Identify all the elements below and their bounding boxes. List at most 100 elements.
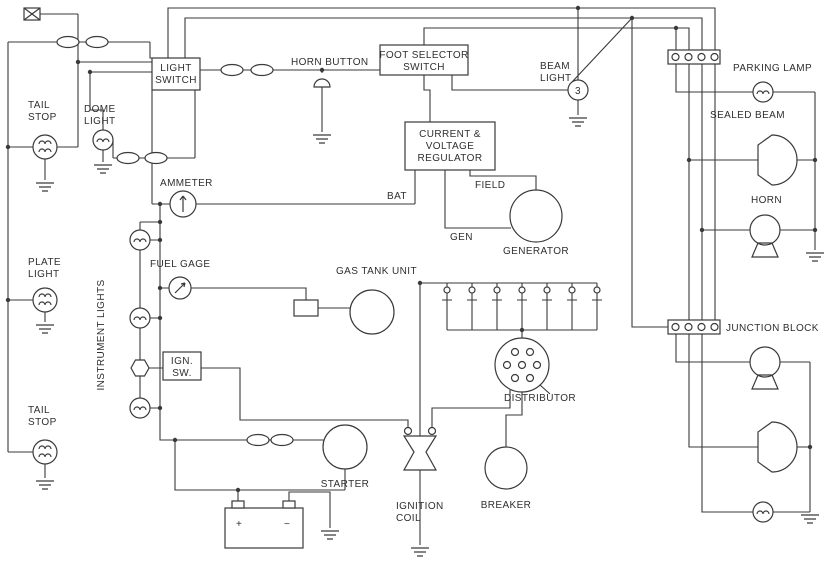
instrument-lights: INSTRUMENT LIGHTS <box>96 229 151 419</box>
ignition-switch: IGN. SW. <box>130 351 202 381</box>
starter: STARTER <box>321 424 369 490</box>
fuse-icon <box>270 433 294 447</box>
fuel-gage: FUEL GAGE <box>150 259 210 300</box>
tail-stop-bottom-label: STOP <box>28 417 57 428</box>
lamp-icon <box>129 397 151 419</box>
lamp-icon <box>32 134 58 160</box>
generator-label: GENERATOR <box>503 246 569 257</box>
ground-icon <box>800 514 820 524</box>
foot-selector-label: SWITCH <box>403 62 445 73</box>
dome-light: DOME LIGHT <box>84 104 116 151</box>
beam-light-label: LIGHT <box>540 73 571 84</box>
lamp-icon <box>32 439 58 465</box>
fuse-icon <box>116 151 140 165</box>
junction-dots <box>5 5 818 493</box>
horn: HORN <box>749 195 782 258</box>
wires-spark-plugs <box>442 283 602 330</box>
ground-icon <box>35 182 55 192</box>
ignition-coil: IGNITION COIL <box>396 426 444 524</box>
regulator-label: REGULATOR <box>418 153 483 164</box>
wires-top-rails <box>167 7 716 328</box>
battery-negative-label: − <box>284 519 290 530</box>
parking-lamp-left <box>752 501 774 523</box>
sealed-beam: SEALED BEAM <box>710 110 798 186</box>
ground-icon <box>568 117 588 127</box>
breaker-label: BREAKER <box>481 500 532 511</box>
light-switch-label: LIGHT <box>160 63 191 74</box>
generator: GENERATOR <box>503 189 569 257</box>
fuses <box>56 35 294 447</box>
dome-light-label: DOME <box>84 104 116 115</box>
bat-terminal-label: BAT <box>387 191 407 202</box>
lamp-icon <box>752 81 774 103</box>
ground-icon <box>805 252 825 262</box>
tail-stop-lamp-top: TAIL STOP <box>28 100 58 160</box>
ground-icon <box>35 480 55 490</box>
lamp-icon <box>752 501 774 523</box>
ground-icon <box>93 164 113 174</box>
plate-light-label: LIGHT <box>28 269 59 280</box>
wires-starter-battery <box>174 440 346 528</box>
plate-light-label: PLATE <box>28 257 61 268</box>
beam-light: 3 BEAM LIGHT <box>540 61 589 101</box>
gas-tank-unit: GAS TANK UNIT <box>293 266 417 335</box>
sealed-beam-label: SEALED BEAM <box>710 110 785 121</box>
junction-block: JUNCTION BLOCK <box>667 319 819 335</box>
distributor: DISTRIBUTOR <box>494 337 576 404</box>
headlamp-icon <box>757 421 798 473</box>
parking-lamp-label: PARKING LAMP <box>733 63 812 74</box>
ground-icon <box>320 530 340 540</box>
fuel-gage-label: FUEL GAGE <box>150 259 210 270</box>
battery: + − <box>224 500 304 549</box>
ignition-coil-label: IGNITION <box>396 501 444 512</box>
dome-light-label: LIGHT <box>84 116 115 127</box>
ign-sw-label: SW. <box>172 368 192 379</box>
ammeter-label: AMMETER <box>160 178 213 189</box>
ground-icon <box>312 134 332 144</box>
fuse-icon <box>246 433 270 447</box>
terminal-strip-icon <box>667 49 721 65</box>
fuse-icon <box>144 151 168 165</box>
beam-light-filament: 3 <box>575 86 581 97</box>
regulator-label: CURRENT & <box>419 129 481 140</box>
ammeter: AMMETER <box>160 178 213 218</box>
gas-tank-unit-label: GAS TANK UNIT <box>336 266 417 277</box>
tail-stop-top-label: STOP <box>28 112 57 123</box>
light-switch: LIGHT SWITCH <box>151 57 201 91</box>
gen-terminal-label: GEN <box>450 232 473 243</box>
ignition-coil-label: COIL <box>396 513 421 524</box>
fuse-icon <box>85 35 109 49</box>
lamp-icon <box>32 287 58 313</box>
instrument-lights-label: INSTRUMENT LIGHTS <box>96 279 107 390</box>
parking-lamp: PARKING LAMP <box>733 63 812 103</box>
lamp-icon <box>129 307 151 329</box>
headlamp-icon <box>757 134 798 186</box>
lamp-icon <box>129 229 151 251</box>
light-switch-label: SWITCH <box>155 75 197 86</box>
voltage-regulator: CURRENT & VOLTAGE REGULATOR BAT GEN FIEL… <box>387 121 505 243</box>
battery-positive-label: + <box>236 519 242 530</box>
horn-left <box>749 346 781 390</box>
foot-selector-label: FOOT SELECTOR <box>379 50 468 61</box>
lamp-icon <box>92 129 114 151</box>
top-terminal-strip <box>667 49 721 65</box>
junction-block-label: JUNCTION BLOCK <box>726 323 819 334</box>
horn-button-label: HORN BUTTON <box>291 57 369 68</box>
horn-icon <box>749 346 781 390</box>
tail-stop-bottom-label: TAIL <box>28 405 50 416</box>
terminal-strip-icon <box>667 319 721 335</box>
horn-label: HORN <box>751 195 782 206</box>
breaker: BREAKER <box>481 446 532 511</box>
ground-icon <box>410 547 430 557</box>
regulator-label: VOLTAGE <box>426 141 475 152</box>
spark-plugs <box>443 286 601 294</box>
foot-selector-switch: FOOT SELECTOR SWITCH <box>379 44 469 76</box>
sealed-beam-left <box>757 421 798 473</box>
beam-light-label: BEAM <box>540 61 570 72</box>
plate-light: PLATE LIGHT <box>28 257 61 313</box>
ground-icon <box>35 324 55 334</box>
terminal-connector <box>23 7 41 21</box>
distributor-label: DISTRIBUTOR <box>504 393 576 404</box>
